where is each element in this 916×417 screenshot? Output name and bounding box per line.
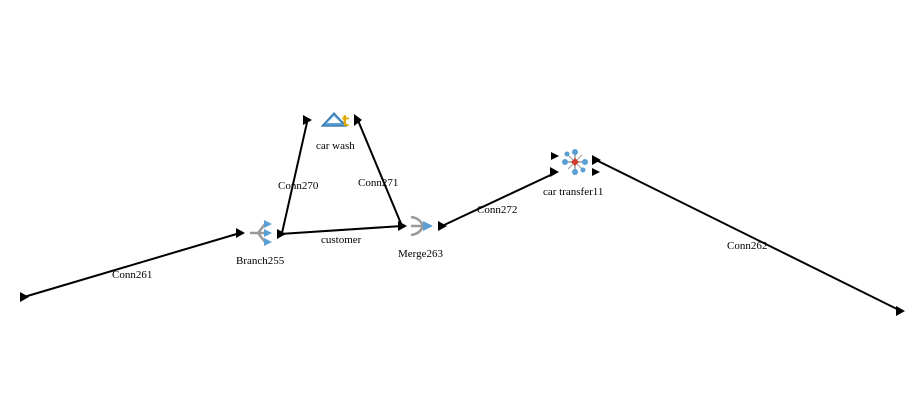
node-label: Merge263: [398, 248, 444, 260]
node-branch255[interactable]: Branch255: [236, 220, 285, 267]
connection-start-arrow: [20, 292, 29, 302]
arrowhead-icon: [438, 221, 447, 231]
node-car-transfer11[interactable]: car transfer11: [543, 149, 603, 198]
node-car-wash[interactable]: t car wash: [316, 112, 355, 152]
conn270-label[interactable]: Conn270: [278, 180, 319, 192]
connection-conn262[interactable]: [592, 155, 905, 316]
node-label: Branch255: [236, 255, 285, 267]
arrowhead-icon: [550, 167, 559, 177]
connections: [20, 114, 905, 316]
conn271-label[interactable]: Conn271: [358, 177, 398, 189]
connection-labels: Conn261 Conn270 Conn271 customer Conn272…: [112, 177, 767, 281]
conn261-label[interactable]: Conn261: [112, 269, 152, 281]
arrowhead-icon: [398, 221, 407, 231]
arrowhead-icon: [303, 115, 312, 125]
connection-conn261[interactable]: [20, 228, 245, 302]
branch-icon: [250, 220, 272, 246]
node-label: car transfer11: [543, 186, 603, 198]
merge-icon: [410, 215, 433, 237]
arrowhead-icon: [354, 114, 362, 126]
arrowhead-icon: [277, 229, 286, 239]
conn272-label[interactable]: Conn272: [477, 204, 517, 216]
arrowhead-icon: [592, 155, 601, 165]
transfer-icon: [562, 149, 588, 175]
connection-conn271[interactable]: [354, 114, 403, 227]
node-merge263[interactable]: Merge263: [398, 215, 444, 260]
arrowhead-icon: [896, 306, 905, 316]
customer-label[interactable]: customer: [321, 234, 362, 246]
port-arrow-icon: [592, 168, 600, 176]
connection-customer[interactable]: [277, 221, 407, 239]
connection-conn270[interactable]: [281, 115, 312, 234]
conn262-label[interactable]: Conn262: [727, 240, 767, 252]
process-icon: t: [320, 112, 349, 130]
node-label: car wash: [316, 140, 355, 152]
port-arrow-icon: [551, 152, 559, 160]
arrowhead-icon: [236, 228, 245, 238]
svg-text:t: t: [342, 112, 349, 130]
connection-conn272[interactable]: [438, 167, 559, 231]
